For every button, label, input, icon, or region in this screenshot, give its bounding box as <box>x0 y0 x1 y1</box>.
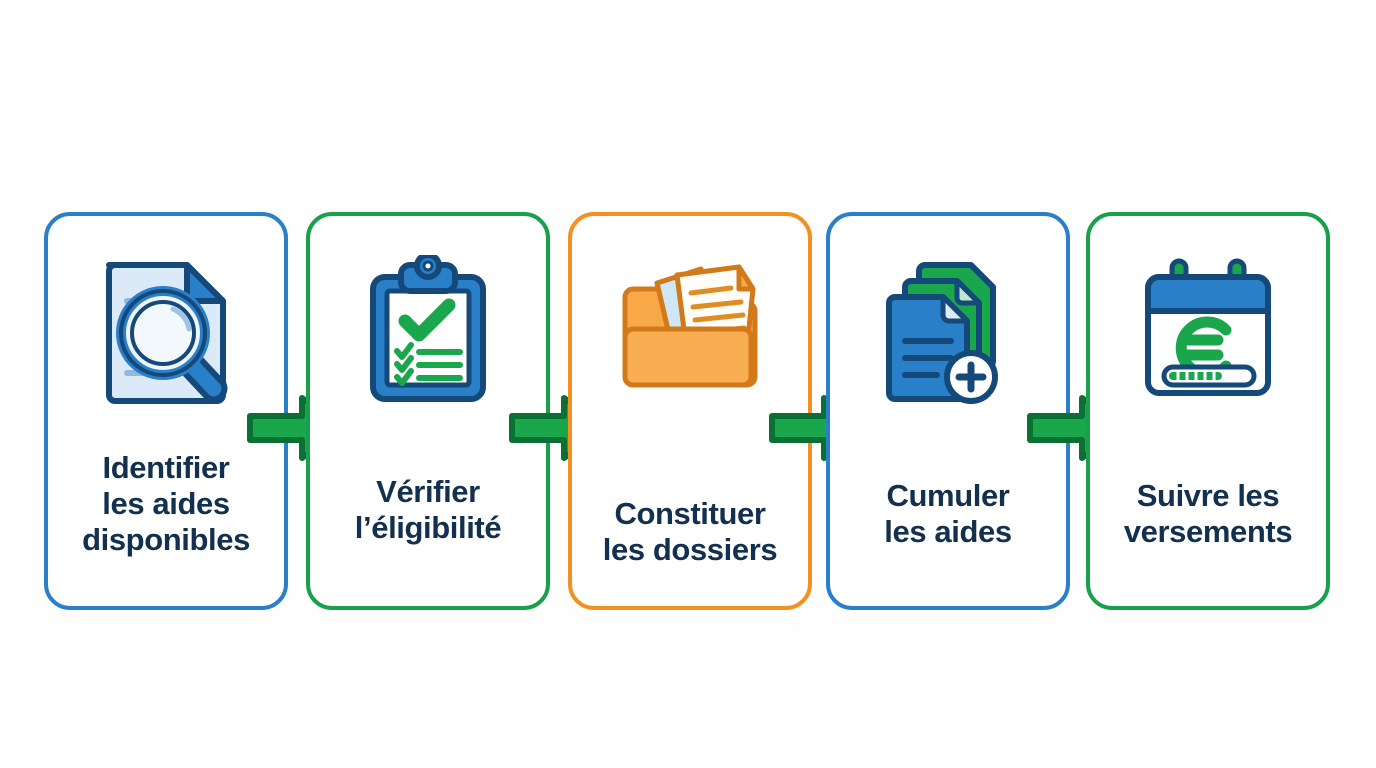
step-card-1-inner: Identifier les aides disponibles <box>48 216 284 606</box>
step-card-5-label: Suivre les versements <box>1123 478 1293 549</box>
step-card-2-inner: Vérifier l’éligibilité <box>310 216 546 606</box>
step-card-3-label: Constituer les dossiers <box>602 496 778 567</box>
open-folder-documents-icon <box>615 250 765 410</box>
step-card-2[interactable]: Vérifier l’éligibilité <box>306 212 550 610</box>
calendar-euro-progress-icon <box>1133 250 1283 410</box>
step-card-3-inner: Constituer les dossiers <box>572 216 808 606</box>
step-card-4-label: Cumuler les aides <box>884 478 1012 549</box>
clipboard-checklist-icon <box>353 250 503 410</box>
step-card-2-label: Vérifier l’éligibilité <box>354 474 502 545</box>
step-card-4-inner: Cumuler les aides <box>830 216 1066 606</box>
stacked-documents-plus-icon <box>873 250 1023 410</box>
document-magnifier-icon <box>91 250 241 410</box>
step-card-5[interactable]: Suivre les versements <box>1086 212 1330 610</box>
step-card-4[interactable]: Cumuler les aides <box>826 212 1070 610</box>
step-card-1-label: Identifier les aides disponibles <box>82 450 250 557</box>
step-card-3[interactable]: Constituer les dossiers <box>568 212 812 610</box>
step-card-1[interactable]: Identifier les aides disponibles <box>44 212 288 610</box>
step-card-5-inner: Suivre les versements <box>1090 216 1326 606</box>
